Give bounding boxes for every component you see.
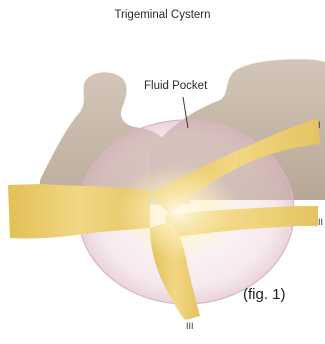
figure-label: (fig. 1) xyxy=(243,286,286,303)
branch-label-1: I xyxy=(318,120,321,130)
diagram-title: Trigeminal Cystern xyxy=(0,9,325,21)
fluid-pocket-label: Fluid Pocket xyxy=(144,80,207,92)
branch-label-2: II xyxy=(318,217,323,227)
branch-label-3: III xyxy=(186,321,194,331)
ganglion-glow xyxy=(116,164,240,260)
